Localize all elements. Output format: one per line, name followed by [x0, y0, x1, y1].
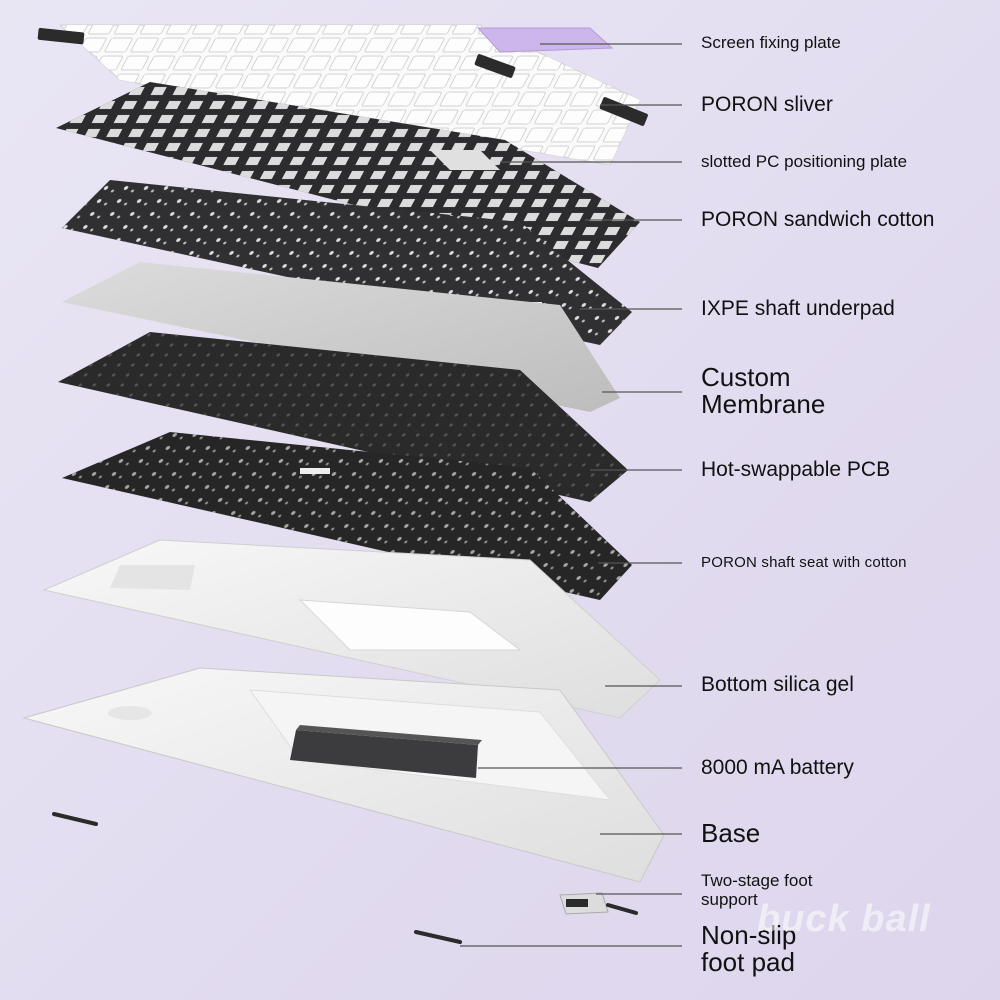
label-two-stage-foot-support-line1: Two-stage foot	[701, 871, 813, 890]
label-hot-swappable-pcb: Hot-swappable PCB	[701, 458, 891, 481]
membrane-shape	[58, 332, 628, 502]
label-poron-sandwich-cotton: PORON sandwich cotton	[701, 208, 935, 231]
label-poron-sliver: PORON sliver	[701, 93, 833, 116]
two-stage-foot-support-shape	[559, 892, 638, 915]
label-bottom-silica-gel: Bottom silica gel	[701, 673, 854, 696]
keycap-layer	[37, 24, 648, 166]
label-two-stage-foot-support-line2: support	[701, 889, 758, 909]
screen-fixing-plate-shape	[476, 27, 614, 53]
non-slip-foot-pad-left	[52, 812, 98, 826]
label-non-slip-foot-pad-line2: foot pad	[701, 947, 795, 978]
label-screen-fixing-plate: Screen fixing plate	[701, 33, 841, 52]
silica-gel-shape	[42, 539, 661, 719]
non-slip-foot-pad-right	[414, 930, 462, 944]
label-custom-membrane-line1: Custom	[701, 362, 791, 392]
label-non-slip-foot-pad-line1: Non-slip	[701, 920, 797, 950]
label-poron-shaft-seat-with-cotton: PORON shaft seat with cotton	[701, 554, 907, 571]
label-slotted-pc-positioning-plate: slotted PC positioning plate	[701, 152, 908, 171]
watermark: buck ball	[757, 898, 931, 940]
label-non-slip-foot-pad: Non-slip foot pad	[701, 920, 797, 978]
label-battery: 8000 mA battery	[701, 756, 854, 779]
label-custom-membrane: Custom Membrane	[701, 362, 826, 420]
leader-lines	[460, 43, 682, 947]
label-ixpe-shaft-underpad: IXPE shaft underpad	[701, 297, 895, 320]
battery-shape	[290, 725, 482, 778]
label-two-stage-foot-support: Two-stage foot support	[701, 871, 813, 909]
label-base: Base	[701, 818, 761, 848]
label-custom-membrane-line2: Membrane	[701, 389, 826, 420]
